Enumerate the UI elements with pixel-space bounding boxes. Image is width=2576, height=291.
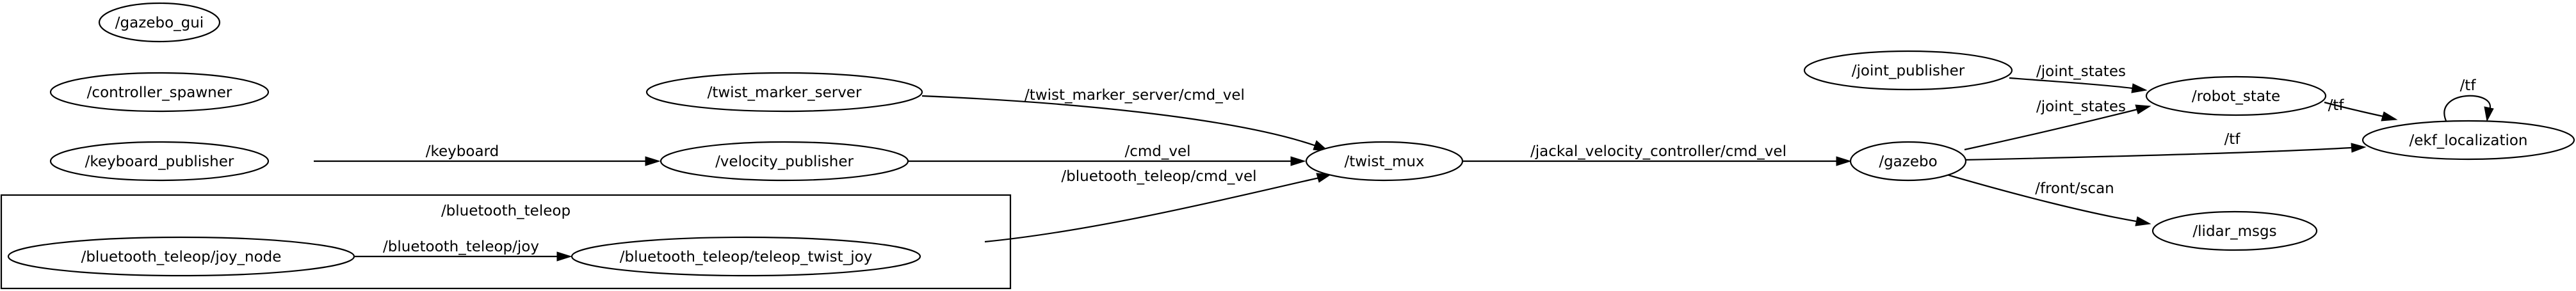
node-gazebo-label: /gazebo: [1879, 153, 1937, 170]
edge-joint-states-1-line: [2009, 77, 2133, 90]
node-gazebo-gui-label: /gazebo_gui: [115, 15, 204, 31]
node-gazebo[interactable]: /gazebo: [1849, 141, 1967, 182]
node-keyboard-publisher[interactable]: /keyboard_publisher: [49, 141, 270, 182]
edge-tf-gazebo: /tf: [1963, 131, 2367, 161]
edge-joint-states-1-arrowhead: [2131, 83, 2148, 93]
edge-joy-arrowhead: [556, 251, 572, 262]
node-joint-publisher[interactable]: /joint_publisher: [1803, 50, 2013, 91]
edge-jackal-cmd-vel: /jackal_velocity_controller/cmd_vel: [1462, 143, 1852, 166]
edge-jackal-cmd-vel-label: /jackal_velocity_controller/cmd_vel: [1530, 143, 1786, 160]
edge-tf-robot-state: /tf: [2324, 97, 2398, 122]
edge-tf-robot-state-label: /tf: [2328, 97, 2345, 114]
node-joint-publisher-label: /joint_publisher: [1852, 63, 1965, 79]
edge-front-scan-line: [1946, 173, 2137, 223]
node-velocity-publisher[interactable]: /velocity_publisher: [660, 141, 909, 182]
edge-joint-states-2: /joint_states: [1964, 98, 2151, 151]
node-controller-spawner-label: /controller_spawner: [87, 84, 232, 101]
node-lidar-msgs[interactable]: /lidar_msgs: [2151, 210, 2318, 251]
edge-joint-states-2-line: [1964, 108, 2138, 151]
cluster-bluetooth-teleop: /bluetooth_teleop: [0, 194, 1012, 290]
edge-joy: /bluetooth_teleop/joy: [354, 239, 572, 262]
node-lidar-msgs-label: /lidar_msgs: [2192, 223, 2276, 240]
edge-tf-self-arrowhead: [2484, 106, 2494, 122]
edge-bluetooth-cmd-vel-line: [984, 177, 1320, 243]
node-twist-mux-label: /twist_mux: [1344, 153, 1424, 170]
node-twist-marker-server[interactable]: /twist_marker_server: [645, 72, 923, 113]
edge-jackal-cmd-vel-arrowhead: [1836, 156, 1852, 166]
edge-bluetooth-cmd-vel-label: /bluetooth_teleop/cmd_vel: [1061, 168, 1256, 185]
cluster-bluetooth-teleop-box: [0, 194, 1012, 290]
edge-tf-robot-state-arrowhead: [2381, 111, 2398, 122]
edge-tf-gazebo-label: /tf: [2224, 131, 2241, 148]
node-joy-node[interactable]: /bluetooth_teleop/joy_node: [7, 236, 355, 277]
node-teleop-twist-joy-label: /bluetooth_teleop/teleop_twist_joy: [620, 249, 873, 265]
node-gazebo-gui[interactable]: /gazebo_gui: [98, 2, 221, 43]
edge-cmd-vel-arrowhead: [1290, 156, 1306, 166]
edge-tf-gazebo-arrowhead: [2351, 143, 2367, 153]
edge-front-scan-arrowhead: [2135, 216, 2151, 226]
node-keyboard-publisher-label: /keyboard_publisher: [85, 153, 234, 170]
edge-cmd-vel-label: /cmd_vel: [1124, 143, 1190, 160]
edge-bluetooth-cmd-vel-arrowhead: [1316, 173, 1332, 183]
node-teleop-twist-joy[interactable]: /bluetooth_teleop/teleop_twist_joy: [571, 236, 921, 277]
edge-twist-marker-cmd-vel: /twist_marker_server/cmd_vel: [921, 87, 1329, 152]
edge-tf-self-label: /tf: [2460, 77, 2477, 94]
node-twist-marker-server-label: /twist_marker_server: [708, 84, 862, 101]
node-ekf-localization[interactable]: /ekf_localization: [2361, 120, 2575, 161]
edge-tf-self: /tf: [2443, 77, 2494, 122]
edge-front-scan-label: /front/scan: [2035, 180, 2114, 197]
node-ekf-localization-label: /ekf_localization: [2409, 132, 2527, 149]
edge-bluetooth-cmd-vel: /bluetooth_teleop/cmd_vel: [984, 168, 1332, 243]
edge-tf-gazebo-line: [1963, 146, 2352, 161]
node-controller-spawner[interactable]: /controller_spawner: [49, 72, 270, 113]
edge-joint-states-2-arrowhead: [2135, 104, 2151, 114]
edge-keyboard: /keyboard: [314, 143, 661, 166]
edge-tf-robot-state-line: [2324, 101, 2384, 118]
node-velocity-publisher-label: /velocity_publisher: [715, 153, 854, 170]
node-robot-state-label: /robot_state: [2192, 88, 2280, 105]
node-twist-mux[interactable]: /twist_mux: [1305, 141, 1464, 182]
edge-keyboard-label: /keyboard: [426, 143, 499, 160]
edge-joy-label: /bluetooth_teleop/joy: [383, 239, 539, 255]
edge-cmd-vel: /cmd_vel: [908, 143, 1306, 166]
edge-joint-states-1-label: /joint_states: [2036, 63, 2126, 80]
node-robot-state[interactable]: /robot_state: [2145, 75, 2327, 116]
edge-twist-marker-cmd-vel-label: /twist_marker_server/cmd_vel: [1025, 87, 1245, 104]
node-joy-node-label: /bluetooth_teleop/joy_node: [81, 249, 282, 265]
edge-joint-states-1: /joint_states: [2009, 63, 2148, 93]
edge-joint-states-2-label: /joint_states: [2036, 98, 2126, 115]
edge-twist-marker-cmd-vel-line: [921, 95, 1316, 147]
edge-front-scan: /front/scan: [1946, 173, 2151, 226]
edge-keyboard-arrowhead: [645, 156, 661, 166]
cluster-bluetooth-teleop-label: /bluetooth_teleop: [441, 203, 571, 219]
edge-tf-self-line: [2443, 95, 2491, 122]
